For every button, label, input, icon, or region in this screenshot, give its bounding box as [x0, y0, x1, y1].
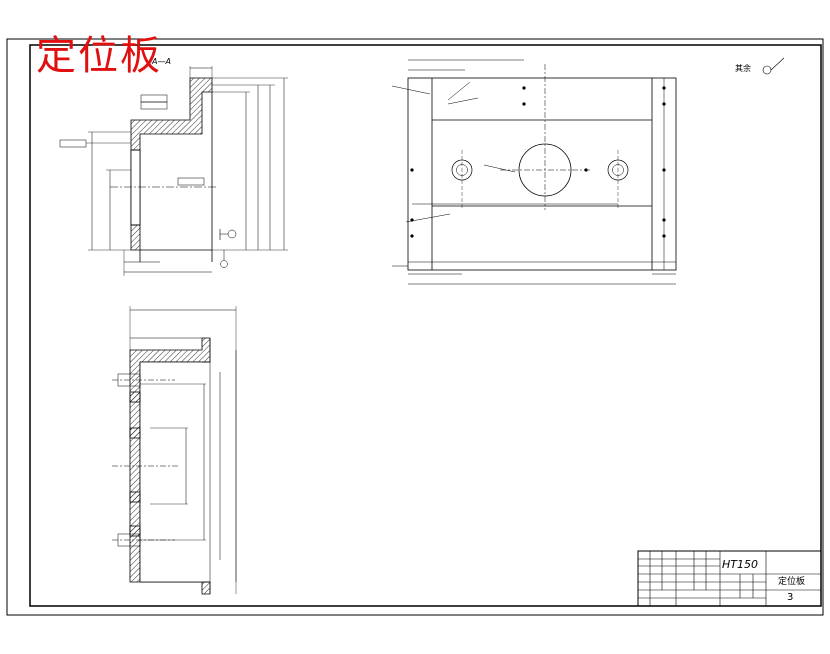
drawing-title: 定位板 [36, 33, 162, 79]
section-label: A—A [152, 57, 171, 66]
outer-border [6, 38, 824, 616]
roughness-symbol [762, 57, 785, 75]
part-name-label: 定位板 [778, 577, 806, 587]
side-view [112, 306, 237, 595]
sheet-number: 3 [787, 592, 794, 603]
plan-view [391, 59, 677, 285]
inner-border [29, 44, 822, 607]
material-label: HT150 [722, 558, 758, 571]
section-view-a-a [59, 66, 288, 276]
roughness-label: 其余 [735, 64, 751, 73]
title-block [637, 550, 822, 607]
